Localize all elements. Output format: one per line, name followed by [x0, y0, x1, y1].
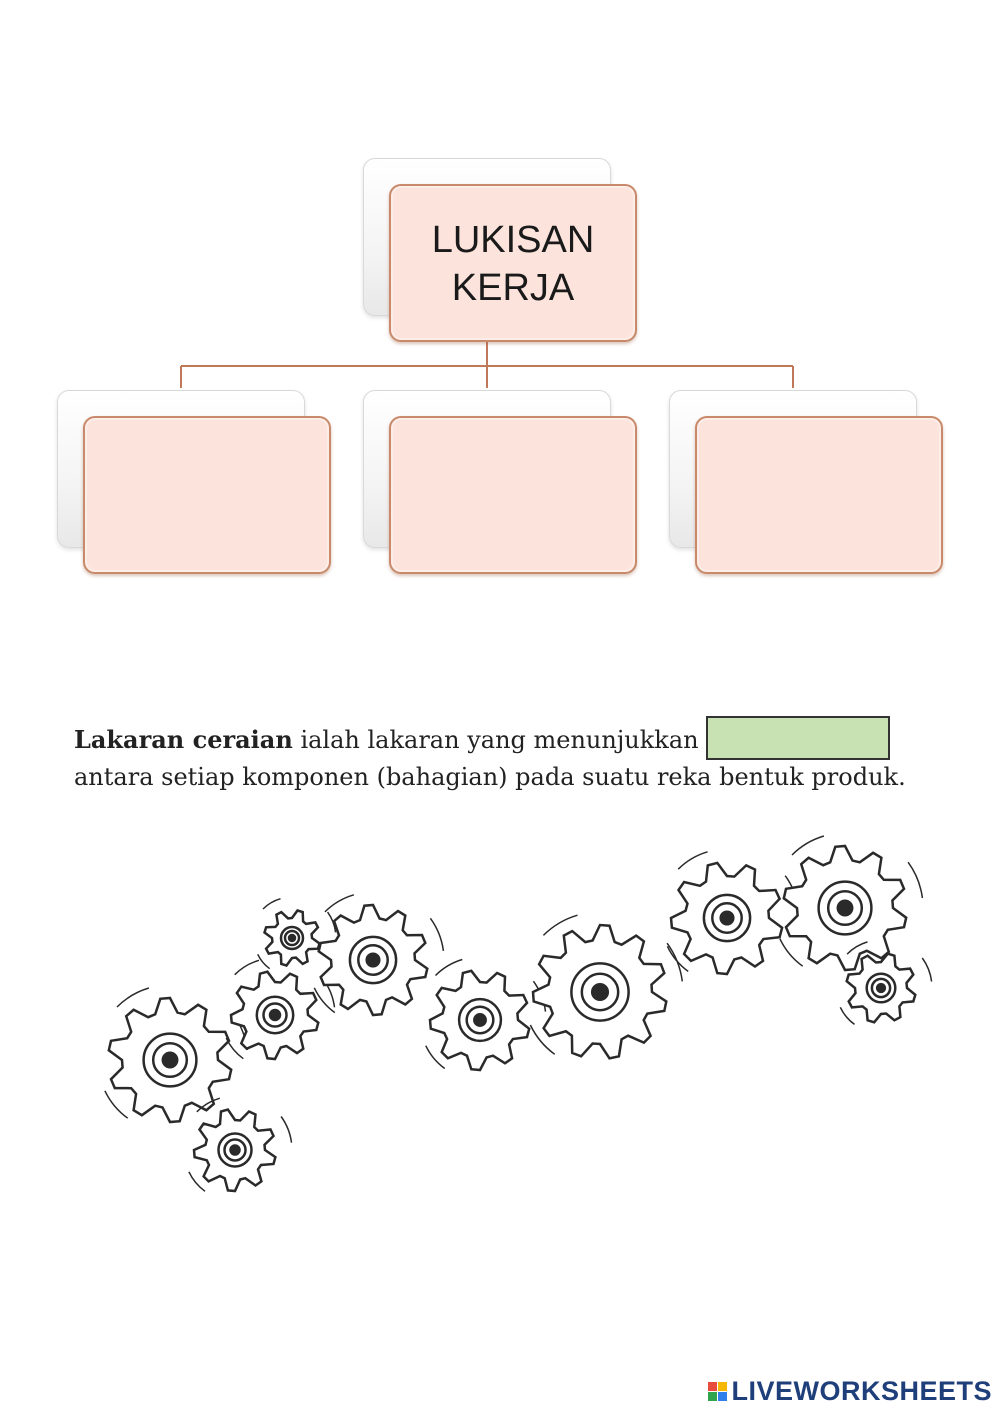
motion-stroke — [104, 1090, 129, 1119]
motion-stroke — [257, 953, 271, 970]
text-after-blank: antara setiap komponen (bahagian) pada s… — [74, 763, 906, 791]
motion-stroke — [116, 987, 150, 1008]
definition-sentence: Lakaran ceraian ialah lakaran yang menun… — [74, 716, 954, 795]
gear-hub — [287, 933, 297, 943]
motion-stroke — [429, 917, 445, 951]
motion-stroke — [188, 1171, 206, 1192]
motion-stroke — [677, 851, 708, 870]
motion-stroke — [666, 945, 689, 973]
motion-stroke — [234, 959, 260, 976]
text-before-blank: ialah lakaran yang menunjukkan — [292, 726, 707, 754]
diagram-child-node-3 — [669, 390, 943, 574]
motion-stroke — [425, 1045, 446, 1070]
answer-blank-input[interactable] — [706, 716, 891, 760]
motion-stroke — [313, 987, 336, 1014]
diagram-child-node-2 — [363, 390, 637, 574]
gear-hub — [836, 899, 854, 917]
gears-sketch-icon — [104, 835, 933, 1193]
gear-hub — [229, 1144, 241, 1156]
gear-hub — [719, 910, 735, 926]
diagram-child-node-1 — [57, 390, 331, 574]
diagram-connectors — [180, 342, 794, 388]
child-node-3-answer-box[interactable] — [695, 416, 943, 574]
motion-stroke — [326, 911, 337, 933]
motion-stroke — [779, 938, 804, 967]
child-node-2-answer-box[interactable] — [389, 416, 637, 574]
liveworksheets-logo-text: LIVEWORKSHEETS — [731, 1376, 992, 1406]
liveworksheets-logo-icon — [708, 1382, 728, 1401]
motion-stroke — [839, 1006, 855, 1026]
motion-stroke — [280, 1116, 293, 1143]
gear-hub — [161, 1051, 179, 1069]
motion-stroke — [907, 861, 924, 899]
child-node-1-answer-box[interactable] — [83, 416, 331, 574]
gear-hub — [875, 982, 887, 994]
motion-stroke — [324, 894, 355, 913]
gear-hub — [473, 1013, 487, 1027]
gear-hub — [590, 982, 610, 1002]
motion-stroke — [542, 914, 578, 936]
motion-stroke — [921, 957, 933, 982]
motion-stroke — [529, 1024, 556, 1055]
motion-stroke — [225, 1037, 244, 1060]
motion-stroke — [196, 1097, 221, 1113]
motion-stroke — [434, 958, 463, 977]
gear-hub — [365, 952, 381, 968]
bold-term: Lakaran ceraian — [74, 725, 293, 754]
motion-stroke — [791, 835, 825, 856]
motion-stroke — [846, 941, 868, 955]
gear-hub — [268, 1008, 282, 1022]
liveworksheets-logo: LIVEWORKSHEETS — [708, 1376, 992, 1407]
motion-stroke — [262, 897, 281, 910]
